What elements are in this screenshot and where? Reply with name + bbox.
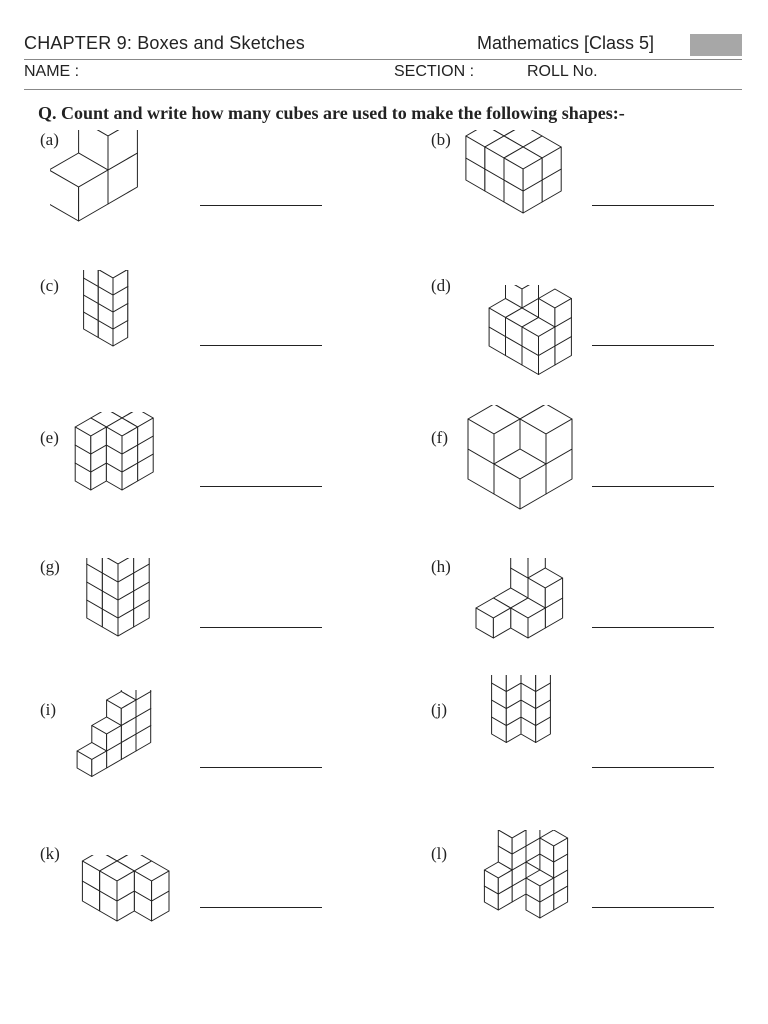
- answer-blank-b[interactable]: [592, 205, 714, 206]
- header-grey-box: [690, 34, 742, 56]
- header-rule-top: [24, 59, 742, 60]
- cube-figure-h: [475, 558, 564, 639]
- cube-figure-f: [467, 405, 573, 510]
- cube-figure-g: [86, 558, 150, 637]
- answer-blank-j[interactable]: [592, 767, 714, 768]
- answer-blank-l[interactable]: [592, 907, 714, 908]
- answer-blank-a[interactable]: [200, 205, 322, 206]
- cube-figure-b: [465, 130, 562, 214]
- answer-blank-g[interactable]: [200, 627, 322, 628]
- answer-blank-e[interactable]: [200, 486, 322, 487]
- item-label-i: (i): [40, 700, 57, 719]
- item-label-a: (a): [40, 130, 59, 149]
- question-text: Q. Count and write how many cubes are us…: [38, 103, 625, 123]
- cube-figure-l: [483, 830, 569, 919]
- header-rule-bottom: [24, 89, 742, 90]
- item-label-e: (e): [40, 428, 59, 447]
- answer-blank-d[interactable]: [592, 345, 714, 346]
- chapter-title: CHAPTER 9: Boxes and Sketches: [24, 33, 305, 53]
- name-field-label: NAME :: [24, 63, 80, 80]
- item-label-j: (j): [431, 700, 448, 719]
- item-label-b: (b): [431, 130, 451, 149]
- cube-figure-c: [83, 270, 129, 347]
- item-label-g: (g): [40, 557, 60, 576]
- answer-blank-k[interactable]: [200, 907, 322, 908]
- item-label-d: (d): [431, 276, 451, 295]
- cube-figure-j: [491, 675, 551, 743]
- item-label-f: (f): [431, 428, 448, 447]
- cube-figure-d: [488, 285, 572, 375]
- item-label-k: (k): [40, 844, 60, 863]
- answer-blank-c[interactable]: [200, 345, 322, 346]
- subject-label: Mathematics [Class 5]: [477, 33, 655, 53]
- roll-no-field-label: ROLL No.: [527, 63, 598, 80]
- item-label-h: (h): [431, 557, 451, 576]
- answer-blank-f[interactable]: [592, 486, 714, 487]
- answer-blank-h[interactable]: [592, 627, 714, 628]
- section-field-label: SECTION :: [394, 63, 475, 80]
- cube-figure-i: [76, 690, 152, 777]
- answer-blank-i[interactable]: [200, 767, 322, 768]
- cube-figure-a: [50, 130, 138, 222]
- cube-figure-k: [81, 855, 170, 922]
- item-label-c: (c): [40, 276, 59, 295]
- item-label-l: (l): [431, 844, 448, 863]
- cube-figure-e: [74, 412, 154, 491]
